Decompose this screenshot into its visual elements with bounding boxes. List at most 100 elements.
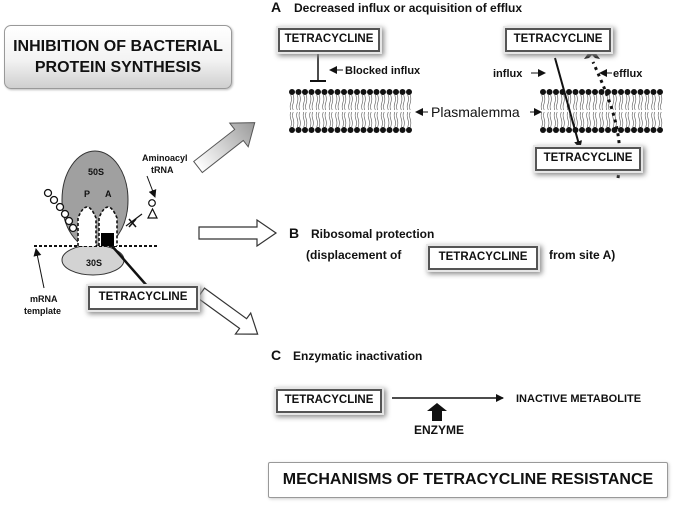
lipid-tail (638, 111, 641, 128)
lipid-tail (562, 94, 565, 111)
lipid-tail (357, 111, 360, 128)
lipid-tail (618, 94, 621, 111)
tetracycline-box-c: TETRACYCLINE (276, 389, 382, 413)
lipid-head (386, 127, 393, 133)
lipid-tail (653, 111, 656, 128)
label-site-p: P (84, 189, 90, 199)
lipid-tail (573, 94, 576, 111)
membrane-left (289, 89, 412, 133)
lipid-tail (361, 111, 364, 128)
lipid-head (347, 127, 354, 133)
lipid-head (321, 89, 328, 95)
lipid-tail (302, 94, 305, 111)
p-site (77, 206, 97, 246)
lipid-tail (298, 111, 301, 128)
lipid-tail (608, 111, 611, 128)
lipid-tail (605, 111, 608, 128)
lipid-tail (315, 94, 318, 111)
lipid-tail (376, 111, 379, 128)
section-c-letter: C (271, 347, 281, 363)
lipid-head (585, 89, 592, 95)
lipid-tail (331, 111, 334, 128)
lipid-head (540, 89, 546, 95)
lipid-head (321, 127, 328, 133)
lipid-tail (573, 111, 576, 128)
lipid-head (341, 127, 347, 133)
lipid-head (650, 89, 657, 95)
lipid-head (553, 89, 559, 95)
lipid-head (553, 127, 559, 133)
lipid-head (579, 89, 585, 95)
lipid-tail (363, 111, 366, 128)
lipid-tail (621, 94, 624, 111)
peptide-chain (43, 188, 78, 233)
lipid-head (566, 89, 572, 95)
enzyme-up-arrow (427, 403, 447, 421)
lipid-tail (305, 94, 308, 111)
lipid-tail (599, 111, 602, 128)
lipid-tail (292, 94, 295, 111)
lipid-tail (337, 111, 340, 128)
lipid-head (637, 127, 644, 133)
lipid-head (540, 127, 546, 133)
lipid-tail (322, 111, 325, 128)
lipid-head (618, 89, 624, 95)
lipid-tail (350, 94, 353, 111)
lipid-tail (341, 94, 344, 111)
lipid-head (302, 89, 308, 95)
lipid-head (295, 127, 302, 133)
tetracycline-block (101, 233, 114, 246)
lipid-head (367, 89, 373, 95)
lipid-head (393, 127, 399, 133)
lipid-tail (588, 111, 591, 128)
lipid-tail (328, 111, 331, 128)
lipid-tail (337, 94, 340, 111)
lipid-head (347, 89, 354, 95)
lipid-head (334, 89, 341, 95)
lipid-tail (582, 94, 585, 111)
lipid-head (566, 127, 572, 133)
influx-label: influx (493, 68, 523, 80)
lipid-head (559, 127, 566, 133)
lipid-tail (608, 94, 611, 111)
lipid-head (592, 89, 598, 95)
lipid-tail (357, 94, 360, 111)
lipid-head (592, 127, 598, 133)
lipid-head (399, 89, 406, 95)
lipid-tail (383, 94, 386, 111)
lipid-tail (644, 111, 647, 128)
lipid-head (644, 127, 650, 133)
lipid-tail (566, 111, 569, 128)
lipid-tail (634, 111, 637, 128)
lipid-head (657, 127, 663, 133)
lipid-head (657, 89, 663, 95)
lipid-tail (579, 94, 582, 111)
lipid-tail (348, 111, 351, 128)
lipid-head (302, 127, 308, 133)
lipid-tail (367, 94, 370, 111)
lipid-tail (657, 94, 660, 111)
lipid-head (406, 127, 412, 133)
lipid-tail (599, 94, 602, 111)
lipid-head (598, 127, 605, 133)
lipid-head (380, 89, 386, 95)
lipid-tail (387, 94, 390, 111)
lipid-tail (560, 111, 563, 128)
lipid-tail (549, 111, 552, 128)
lipid-tail (302, 111, 305, 128)
lipid-tail (315, 111, 318, 128)
lipid-head (546, 127, 553, 133)
title-box: INHIBITION OF BACTERIAL PROTEIN SYNTHESI… (4, 25, 232, 89)
lipid-tail (625, 94, 628, 111)
lipid-tail (296, 111, 299, 128)
lipid-head (406, 89, 412, 95)
blocked-influx-marker (310, 50, 326, 82)
lipid-tail (582, 111, 585, 128)
lipid-tail (335, 111, 338, 128)
lipid-tail (627, 111, 630, 128)
lipid-tail (592, 111, 595, 128)
section-c-heading: Enzymatic inactivation (293, 349, 422, 363)
lipid-head (328, 89, 334, 95)
lipid-tail (614, 111, 617, 128)
lipid-tail (344, 94, 347, 111)
